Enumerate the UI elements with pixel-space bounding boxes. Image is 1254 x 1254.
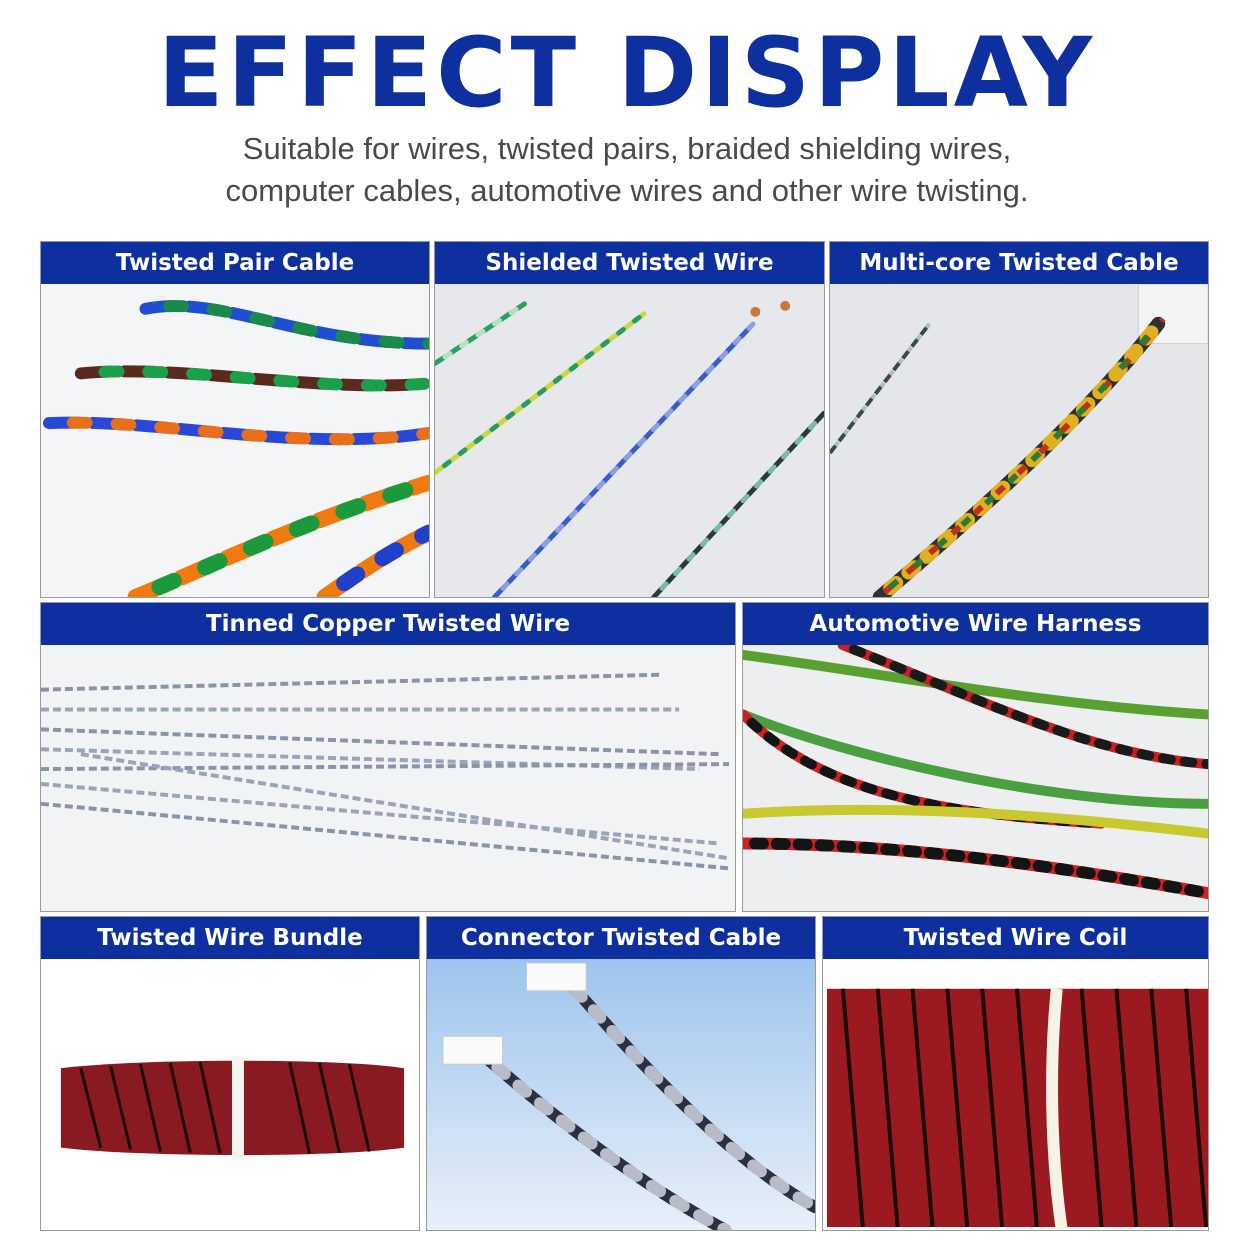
twisted-wire-coil-image	[823, 959, 1208, 1230]
shielded-twisted-wire-image	[435, 284, 824, 597]
panel-label: Connector Twisted Cable	[427, 917, 815, 959]
subtitle-line-1: Suitable for wires, twisted pairs, braid…	[242, 131, 1012, 166]
twisted-wire-bundle-image	[41, 959, 419, 1230]
panel-label: Twisted Wire Bundle	[41, 917, 419, 959]
page-title: EFFECT DISPLAY	[157, 17, 1097, 129]
connector-twisted-cable-image	[427, 959, 815, 1230]
panel-multi-core-twisted-cable: Multi-core Twisted Cable	[829, 241, 1209, 598]
automotive-wire-harness-image	[743, 645, 1208, 911]
panel-automotive-wire-harness: Automotive Wire Harness	[742, 602, 1209, 912]
multi-core-twisted-cable-image	[830, 284, 1208, 597]
panel-twisted-wire-bundle: Twisted Wire Bundle	[40, 916, 420, 1231]
panel-label: Multi-core Twisted Cable	[830, 242, 1208, 284]
panel-label: Twisted Pair Cable	[41, 242, 429, 284]
panel-twisted-pair-cable: Twisted Pair Cable	[40, 241, 430, 598]
panel-twisted-wire-coil: Twisted Wire Coil	[822, 916, 1209, 1231]
panel-label: Tinned Copper Twisted Wire	[41, 603, 735, 645]
twisted-pair-cable-image	[41, 284, 429, 597]
panel-connector-twisted-cable: Connector Twisted Cable	[426, 916, 816, 1231]
panel-label: Twisted Wire Coil	[823, 917, 1208, 959]
panel-shielded-twisted-wire: Shielded Twisted Wire	[434, 241, 825, 598]
panel-label: Automotive Wire Harness	[743, 603, 1208, 645]
panel-label: Shielded Twisted Wire	[435, 242, 824, 284]
tinned-copper-twisted-wire-image	[41, 645, 735, 911]
panel-tinned-copper-twisted-wire: Tinned Copper Twisted Wire	[40, 602, 736, 912]
subtitle-line-2: computer cables, automotive wires and ot…	[225, 173, 1029, 208]
